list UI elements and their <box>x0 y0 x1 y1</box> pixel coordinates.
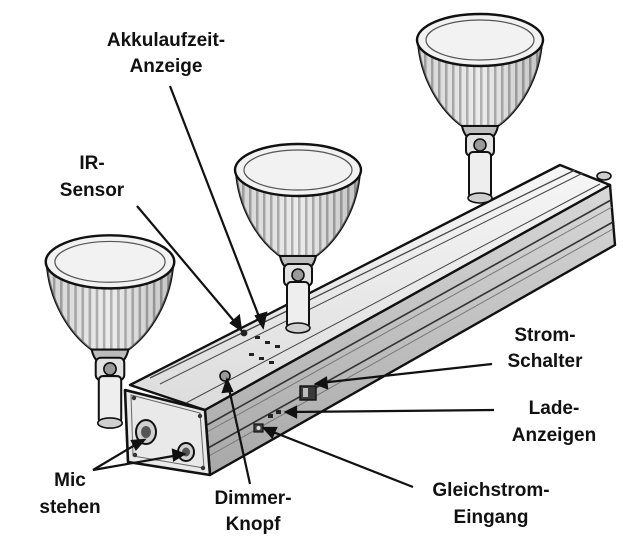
ir-sensor <box>240 329 248 337</box>
label-charge-indicators-line2: Anzeigen <box>512 425 596 446</box>
label-battery-indicator-line2: Anzeige <box>130 56 203 77</box>
leader-lines <box>92 85 495 489</box>
label-mic-line2: stehen <box>39 497 100 518</box>
charge-indicator-leds <box>268 410 281 418</box>
label-mic-line1: Mic <box>54 470 86 491</box>
label-power-switch-line2: Schalter <box>508 351 584 372</box>
battery-indicator-leds <box>249 336 280 364</box>
dimmer-knob <box>219 370 231 382</box>
label-charge-indicators: Lade- Anzeigen <box>512 398 596 446</box>
label-charge-indicators-line1: Lade- <box>529 398 580 419</box>
label-battery-indicator-line1: Akkulaufzeit- <box>107 30 225 51</box>
label-battery-indicator: Akkulaufzeit- Anzeige <box>107 30 225 77</box>
label-ir-sensor-line2: Sensor <box>60 180 125 201</box>
label-power-switch: Strom- Schalter <box>508 325 584 372</box>
label-dimmer-knob: Dimmer- Knopf <box>214 488 291 535</box>
label-mic: Mic stehen <box>39 470 100 518</box>
lamp-head-right <box>415 12 545 205</box>
label-ir-sensor: IR- Sensor <box>60 153 125 201</box>
mic-stand-holes <box>135 419 195 462</box>
label-dc-input: Gleichstrom- Eingang <box>432 480 549 528</box>
dc-input-port <box>253 423 264 433</box>
label-power-switch-line1: Strom- <box>514 325 575 346</box>
label-ir-sensor-line1: IR- <box>79 153 104 174</box>
label-dimmer-knob-line2: Knopf <box>226 514 282 535</box>
label-dc-input-line2: Eingang <box>454 507 529 528</box>
power-switch <box>299 385 317 401</box>
label-dc-input-line1: Gleichstrom- <box>432 480 549 501</box>
label-dimmer-knob-line1: Dimmer- <box>214 488 291 509</box>
